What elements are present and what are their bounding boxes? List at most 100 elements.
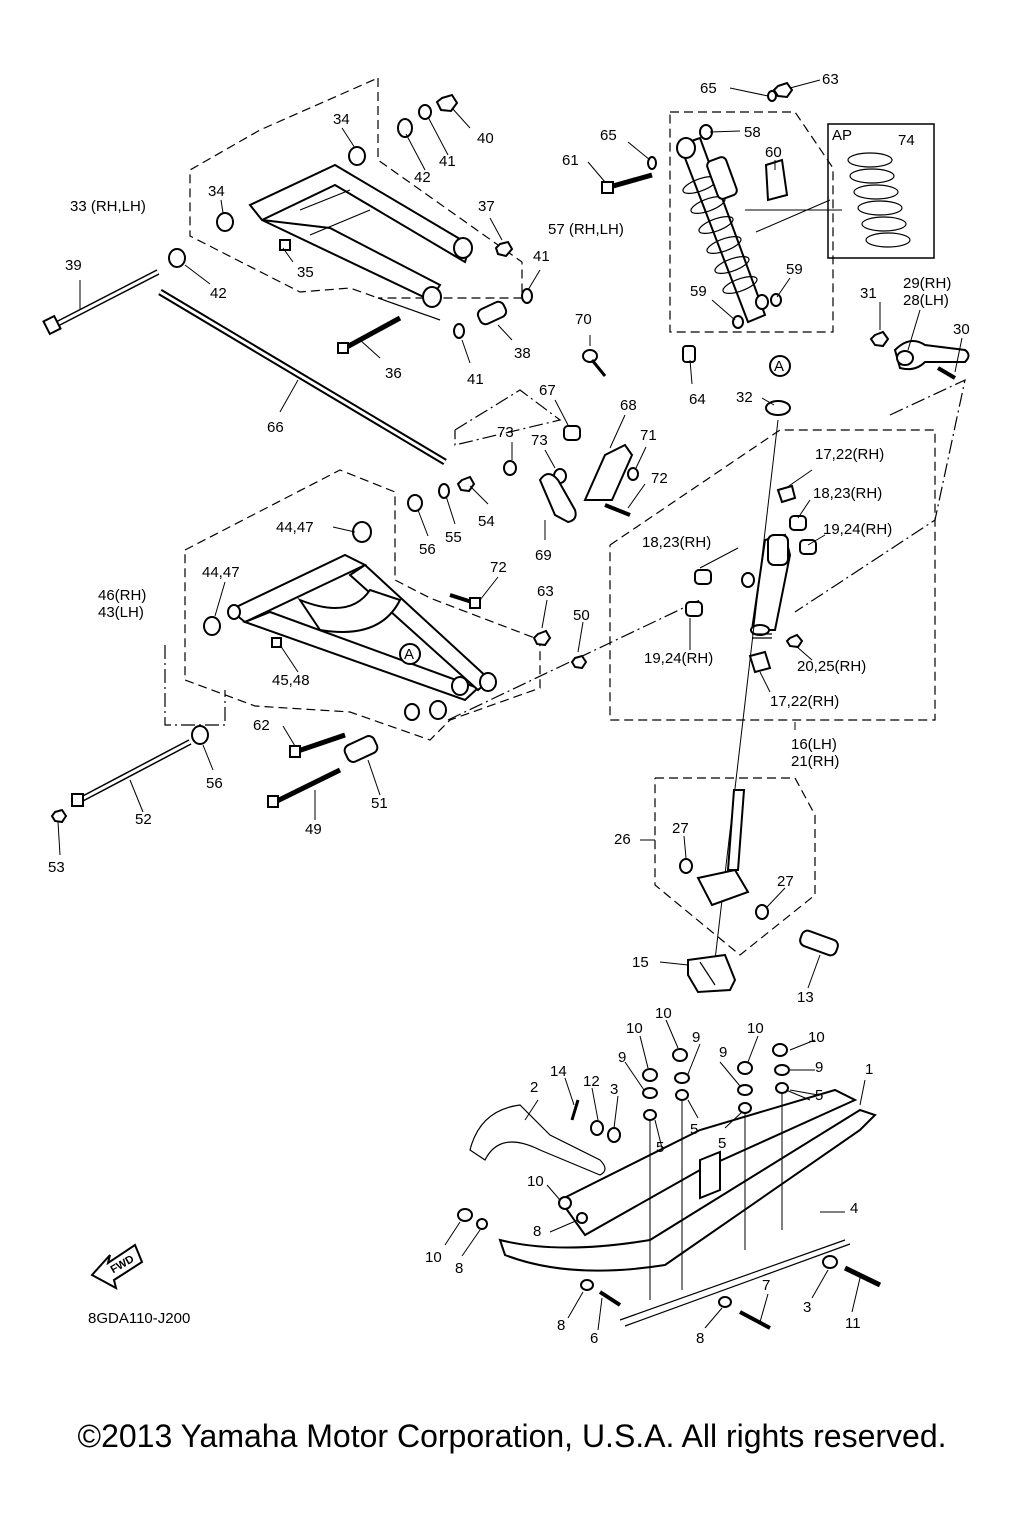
callout-label: 5 [718,1135,726,1152]
callout-label: 34 [208,183,225,200]
callout-label: 57 (RH,LH) [548,221,624,238]
callout-label: 12 [583,1073,600,1090]
callout-label: 8 [533,1223,541,1240]
spindle-frame [609,429,936,721]
callout-label: 59 [786,261,803,278]
bracket-15 [687,953,737,994]
callout-label: 9 [815,1059,823,1076]
ap-spring-box: AP [745,123,935,259]
callout-label: 63 [537,583,554,600]
callout-label: 16(LH) [791,736,837,753]
callout-label: 28(LH) [903,292,949,309]
callout-label: 29(RH) [903,275,951,292]
upper-a-arm [216,146,473,308]
callouts: 65 63 58 65 61 60 57 (RH,LH) 74 59 59 31… [48,71,970,1347]
callout-label: 64 [689,391,706,408]
stack-2 [672,1048,690,1101]
callout-label: 5 [690,1121,698,1138]
cap-32 [765,400,791,416]
callout-label: 36 [385,365,402,382]
callout-label: 19,24(RH) [644,650,713,667]
callout-label: 10 [626,1020,643,1037]
upper-arm-frame [189,77,523,321]
callout-label: 71 [640,427,657,444]
callout-label: 63 [822,71,839,88]
callout-label: 5 [815,1087,823,1104]
stack-1 [642,1068,658,1121]
ski-hardware-stacks [642,1043,790,1300]
callout-label: 7 [762,1277,770,1294]
callout-label: 55 [445,529,462,546]
callout-label: 13 [797,989,814,1006]
ski-assembly [457,1088,882,1330]
column-frame [654,777,816,956]
callout-label: 50 [573,607,590,624]
callout-label: 27 [777,873,794,890]
callout-label: 38 [514,345,531,362]
callout-label: 9 [618,1049,626,1066]
callout-label: 26 [614,831,631,848]
callout-label: 72 [490,559,507,576]
callout-label: 74 [898,132,915,149]
callout-label: 65 [700,80,717,97]
lower-arm-frame [184,469,541,741]
assembly-line-1 [454,389,562,446]
callout-label: 41 [467,371,484,388]
callout-label: 15 [632,954,649,971]
callout-label: 54 [478,513,495,530]
callout-label: 27 [672,820,689,837]
shaft-66 [158,288,447,466]
copyright-notice: ©2013 Yamaha Motor Corporation, U.S.A. A… [77,1418,947,1454]
callout-label: 72 [651,470,668,487]
callout-label: 8 [455,1260,463,1277]
callout-label: 31 [860,285,877,302]
callout-label: 21(RH) [791,753,839,770]
ap-label: AP [832,127,852,144]
lower-a-arm [203,521,497,721]
callout-label: 5 [656,1139,664,1156]
callout-label: 18,23(RH) [642,534,711,551]
callout-label: 62 [253,717,270,734]
callout-label: 1 [865,1061,873,1078]
callout-label: 73 [497,424,514,441]
spindle: A [685,355,817,674]
callout-label: 46(RH) [98,587,146,604]
callout-label: 3 [803,1299,811,1316]
callout-label: 18,23(RH) [813,485,882,502]
callout-label: 43(LH) [98,604,144,621]
callout-label: 10 [808,1029,825,1046]
callout-label: 41 [533,248,550,265]
callout-label: 42 [210,285,227,302]
callout-label: 60 [765,144,782,161]
link-assembly [503,349,639,524]
callout-label: 10 [747,1020,764,1037]
callout-label: 32 [736,389,753,406]
callout-label: 53 [48,859,65,876]
callout-label: 8 [696,1330,704,1347]
callout-label: 42 [414,169,431,186]
callout-label: 6 [590,1330,598,1347]
callout-label: 58 [744,124,761,141]
reference-code: 8GDA110-J200 [88,1310,191,1327]
assembly-line-3 [794,378,966,613]
assembly-line-2 [164,645,226,726]
view-marker-a-upper: A [774,358,784,375]
callout-label: 67 [539,382,556,399]
callout-label: 49 [305,821,322,838]
lower-hardware: A [50,475,588,824]
shock-absorber [601,81,794,363]
callout-label: 44,47 [276,519,314,536]
view-marker-a-lower: A [404,646,414,663]
callout-label: 59 [690,283,707,300]
callout-label: 35 [297,264,314,281]
callout-label: 39 [65,257,82,274]
callout-label: 9 [719,1044,727,1061]
callout-label: 70 [575,311,592,328]
callout-label: 69 [535,547,552,564]
callout-label: 11 [845,1315,861,1332]
callout-label: 17,22(RH) [815,446,884,463]
shock-frame [669,111,834,333]
callout-label: 65 [600,127,617,144]
callout-label: 51 [371,795,388,812]
